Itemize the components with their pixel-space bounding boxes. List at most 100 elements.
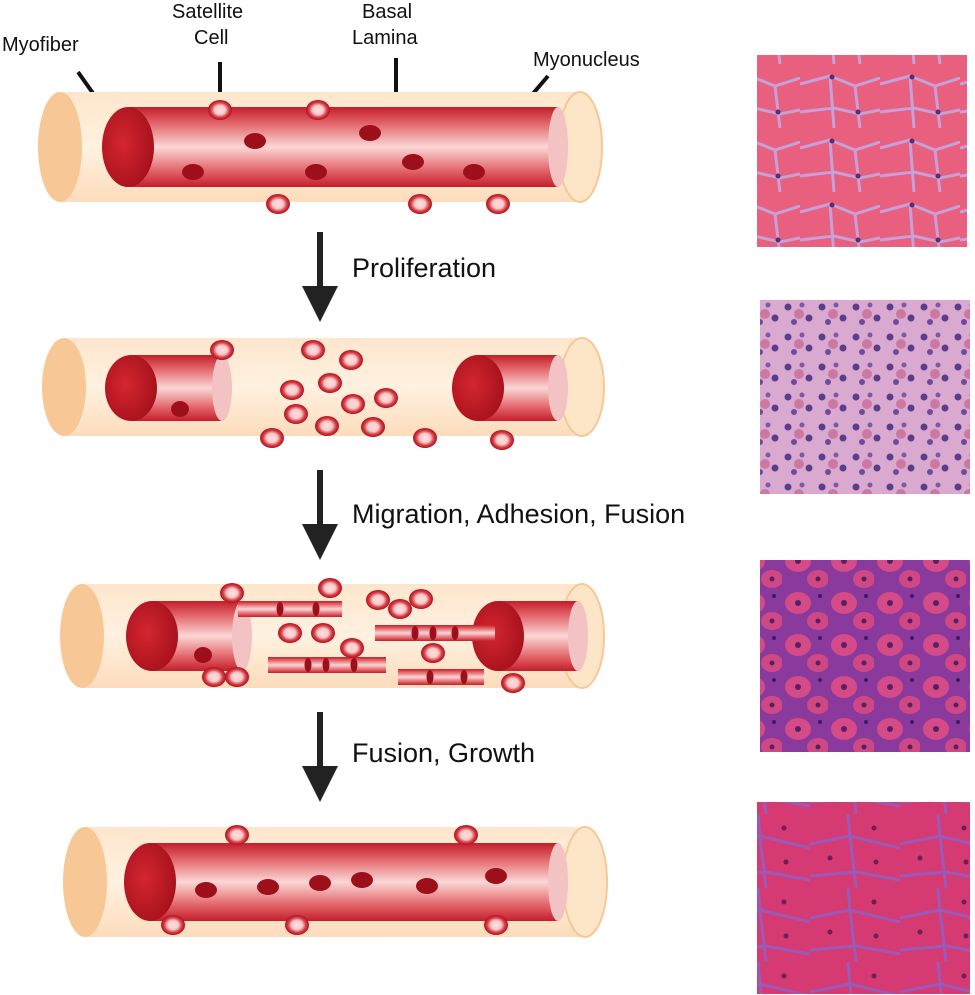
myofiber-stump-end: [126, 601, 178, 671]
myofiber-stump-face: [568, 601, 588, 671]
arrow-step-3: [302, 712, 338, 802]
satellite-cell: [210, 340, 234, 360]
myonucleus: [305, 164, 327, 180]
myotube-nucleus: [350, 658, 358, 672]
myotube-nucleus: [322, 658, 330, 672]
satellite-cell: [413, 428, 437, 448]
basal-lamina-right-end: [562, 826, 608, 938]
myotube-nucleus: [411, 626, 419, 640]
myonucleus: [171, 401, 189, 417]
stage-proliferation: [42, 337, 605, 450]
myonucleus: [359, 125, 381, 141]
satellite-cell: [374, 388, 398, 408]
myonucleus: [182, 164, 204, 180]
satellite-cell: [486, 194, 510, 214]
myotube-nucleus: [460, 670, 468, 684]
satellite-cell: [388, 599, 412, 619]
histology-fusion: [760, 560, 970, 752]
satellite-cell: [301, 340, 325, 360]
basal-lamina-left-end: [63, 827, 107, 937]
satellite-cell: [220, 583, 244, 603]
stage-migration-fusion: [60, 578, 605, 693]
histology-intact: [757, 55, 967, 247]
histology-regenerated: [757, 802, 970, 994]
satellite-cell: [284, 404, 308, 424]
myonucleus: [244, 133, 266, 149]
myofiber-right-end: [548, 107, 568, 187]
satellite-cell: [408, 194, 432, 214]
myotube-nucleus: [312, 602, 320, 616]
satellite-cell: [409, 589, 433, 609]
step-label-fusion-growth: Fusion, Growth: [352, 738, 535, 768]
satellite-cell: [340, 638, 364, 658]
satellite-cell: [501, 673, 525, 693]
satellite-cell: [366, 590, 390, 610]
label-myofiber: Myofiber: [2, 34, 79, 56]
satellite-cell: [225, 667, 249, 687]
satellite-cell: [260, 428, 284, 448]
myonucleus: [463, 164, 485, 180]
step-label-migration-adhesion-fusion: Migration, Adhesion, Fusion: [352, 499, 685, 529]
satellite-cell: [161, 915, 185, 935]
satellite-cell: [421, 643, 445, 663]
satellite-cell: [225, 825, 249, 845]
satellite-cell: [311, 623, 335, 643]
myonucleus: [416, 878, 438, 894]
satellite-cell: [341, 394, 365, 414]
myofiber-right-end: [548, 843, 568, 921]
histology-proliferation: [760, 300, 970, 494]
myofiber-stump-end: [105, 355, 157, 421]
arrow-step-1: [302, 232, 338, 322]
stage-regenerated-myofiber: [63, 825, 608, 938]
basal-lamina-left-end: [42, 338, 86, 436]
satellite-cell: [208, 100, 232, 120]
histology-panels: [757, 55, 970, 994]
step-label-proliferation: Proliferation: [352, 253, 496, 283]
myonucleus: [485, 868, 507, 884]
myofiber-stump-end: [472, 601, 524, 671]
satellite-cell: [202, 667, 226, 687]
myonucleus: [195, 882, 217, 898]
myofiber-stump-face: [212, 355, 232, 421]
arrow-step-2: [302, 470, 338, 560]
basal-lamina-left-end: [38, 92, 82, 202]
myotube-nucleus: [304, 658, 312, 672]
myofiber-cut-end: [124, 843, 176, 921]
satellite-cell: [278, 623, 302, 643]
basal-lamina-left-end: [60, 584, 104, 688]
myotube-nucleus: [451, 626, 459, 640]
satellite-cell: [490, 430, 514, 450]
stage-intact-myofiber: [38, 91, 603, 214]
satellite-cell: [280, 380, 304, 400]
satellite-cell: [318, 373, 342, 393]
myofiber-stump-end: [452, 355, 504, 421]
satellite-cell: [285, 915, 309, 935]
label-satellite-cell-line1: Satellite: [172, 1, 243, 23]
myotube-nucleus: [276, 602, 284, 616]
myotube: [238, 601, 342, 617]
myotube: [398, 669, 484, 685]
satellite-cell: [339, 350, 363, 370]
myotube-nucleus: [429, 626, 437, 640]
myonucleus: [309, 875, 331, 891]
satellite-cell: [315, 416, 339, 436]
satellite-cell: [454, 825, 478, 845]
label-basal-lamina-line1: Basal: [362, 1, 412, 23]
myofiber-stump-face: [548, 355, 568, 421]
myotube-nucleus: [426, 670, 434, 684]
satellite-cell: [484, 915, 508, 935]
myonucleus: [402, 154, 424, 170]
satellite-cell: [361, 417, 385, 437]
myofiber-cut-end: [102, 107, 154, 187]
label-basal-lamina-line2: Lamina: [352, 27, 418, 49]
label-satellite-cell-line2: Cell: [194, 27, 228, 49]
label-myonucleus: Myonucleus: [533, 49, 640, 71]
myofiber-stump-face: [232, 601, 252, 671]
satellite-cell: [306, 100, 330, 120]
satellite-cell: [318, 578, 342, 598]
satellite-cell: [266, 194, 290, 214]
myonucleus: [257, 879, 279, 895]
myonucleus: [351, 872, 373, 888]
myonucleus: [194, 647, 212, 663]
